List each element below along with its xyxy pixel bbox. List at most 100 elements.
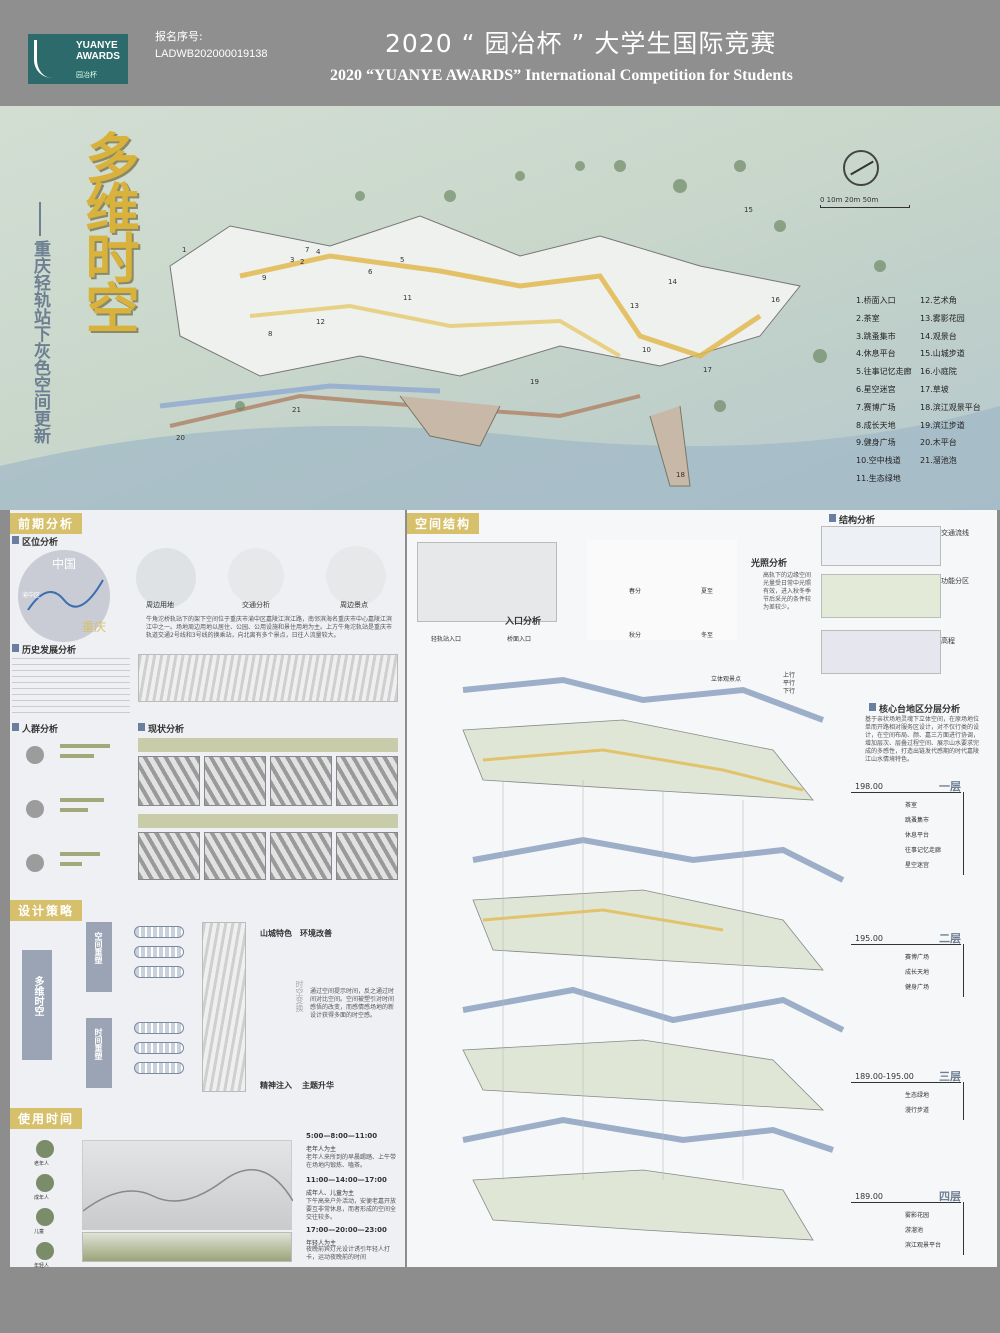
crowd-figure-2 (26, 800, 44, 818)
label-time-space: 时空变换 (295, 980, 304, 1012)
time-1-group: 老年人为主 (306, 1146, 337, 1153)
river-icon (27, 579, 104, 611)
label-surround-land: 周边用地 (146, 601, 174, 609)
strategy-vertical: 多维时空 (32, 976, 43, 1016)
status-photo-4 (336, 756, 398, 806)
section-space: 空间结构 (407, 513, 480, 534)
layer-function: 生态绿地 (905, 1092, 930, 1099)
level-line (851, 1082, 961, 1083)
crowd-bar-3 (60, 798, 104, 802)
legend-item: 1.桥面入口 (856, 296, 896, 305)
legend-item: 13.雾影花园 (920, 313, 965, 323)
section-strategy: 设计策略 (10, 900, 83, 921)
level-line (851, 944, 961, 945)
legend-item: 18.滨江观景平台 (920, 402, 981, 412)
layer-name: 二层 (939, 932, 961, 945)
strategy-tile-2 (134, 946, 184, 958)
plan-number: 10 (642, 346, 651, 354)
time-3-group: 年轻人为主 (306, 1240, 337, 1247)
label-autumn: 秋分 (629, 632, 642, 639)
strategy-a-bar (86, 922, 112, 992)
strategy-tile-3 (134, 966, 184, 978)
crowd-figure-1 (26, 746, 44, 764)
layer-function: 跳蚤集市 (905, 817, 930, 824)
location-title: 区位分析 (12, 535, 58, 548)
logo-text: YUANYE AWARDS (76, 40, 120, 62)
crowd-bar-6 (60, 862, 82, 866)
person-label: 老年人 (34, 1161, 50, 1167)
status-note-top (138, 738, 398, 752)
label-china: 中国 (52, 557, 77, 571)
level-axis (963, 1082, 964, 1120)
label-scenic: 周边景点 (340, 601, 368, 609)
traffic-flow-diagram (821, 526, 941, 566)
crowd-title: 人群分析 (12, 722, 58, 735)
layer-function: 健身广场 (905, 984, 930, 991)
layer-name: 四层 (939, 1190, 961, 1203)
person-label: 成年人 (34, 1195, 50, 1201)
legend-item: 20.木平台 (920, 438, 957, 448)
light-title: 光照分析 (751, 559, 788, 569)
person-label: 儿童 (34, 1229, 45, 1235)
crowd-bar-4 (60, 808, 88, 812)
section-analysis: 前期分析 (10, 513, 83, 534)
status-photo-3 (270, 756, 332, 806)
hero-subtitle: 重庆轻轨站下灰色空间更新 (30, 240, 50, 444)
history-sketch (138, 654, 398, 702)
layer-name: 三层 (939, 1070, 961, 1083)
layer-axonometric (462, 676, 845, 1241)
plan-number: 5 (400, 256, 405, 264)
level-value: 189.00 (855, 1192, 883, 1201)
plan-number: 2 (300, 258, 305, 266)
history-title: 历史发展分析 (12, 643, 76, 656)
legend-item: 2.茶室 (856, 313, 880, 323)
plan-number: 14 (668, 278, 677, 286)
subtitle-rule (39, 202, 41, 236)
legend-item: 12.艺术角 (920, 296, 957, 305)
function-diagram (821, 574, 941, 618)
level-axis (963, 944, 964, 997)
level-line (851, 1202, 961, 1203)
layer-function: 漫行步道 (905, 1107, 930, 1114)
label-env: 环境改善 (300, 929, 332, 938)
logo-mark-icon (34, 40, 70, 78)
registration-number: LADWB202000019138 (155, 48, 268, 60)
time-3-text: 夜晚前宾灯光设计诱引年轻人打卡，运动夜晚前的时间 (306, 1246, 391, 1261)
status-title: 现状分析 (138, 722, 184, 735)
plan-number: 16 (771, 296, 780, 304)
legend-item: 21.溜池泡 (920, 456, 957, 466)
crowd-bar-5 (60, 852, 100, 856)
label-flat: 平行 (783, 680, 796, 687)
logo-sub: 园冶杯 (76, 71, 97, 79)
plan-number: 4 (316, 248, 321, 256)
layer-function: 赛博广场 (905, 954, 930, 961)
legend-item: 10.空中栈道 (856, 456, 901, 466)
legend-item: 16.小庭院 (920, 367, 957, 377)
legend-item: 4.休息平台 (856, 349, 896, 359)
plan-number: 15 (744, 206, 753, 214)
scale-text: 0 10m 20m 50m (820, 196, 879, 204)
legend-item: 3.跳蚤集市 (856, 331, 896, 341)
plan-number: 1 (182, 246, 187, 254)
plan-number: 9 (262, 274, 267, 282)
legend-item: 19.滨江步道 (920, 420, 965, 430)
level-value: 195.00 (855, 934, 883, 943)
strategy-a: 空间重塑 (94, 932, 103, 964)
status-photo-6 (204, 832, 266, 880)
plan-number: 11 (403, 294, 412, 302)
person-icon (36, 1140, 54, 1158)
right-panel: 空间结构 入口分析 轻轨站入口 桥面入口 春分 夏至 秋分 冬至 光照分析 高轨… (407, 510, 997, 1267)
label-stand: 立体观景点 (711, 676, 742, 683)
layer-function: 星空迷宫 (905, 862, 930, 869)
label-rail-entry: 轻轨站入口 (431, 636, 462, 643)
label-up: 上行 (783, 672, 796, 679)
layer-function: 游溜池 (905, 1227, 924, 1234)
time-2-group: 成年人、儿童为主 (306, 1190, 355, 1197)
label-traffic-flow: 交通流线 (941, 529, 969, 537)
person-label: 年轻人 (34, 1263, 50, 1269)
plan-legend: 1.桥面入口 12.艺术角 2.茶室 13.雾影花园 3.跳蚤集市 14.观景台 4.休息平… (856, 292, 996, 488)
plan-number: 12 (316, 318, 325, 326)
legend-item: 14.观景台 (920, 331, 957, 341)
level-value: 189.00-195.00 (855, 1072, 914, 1081)
